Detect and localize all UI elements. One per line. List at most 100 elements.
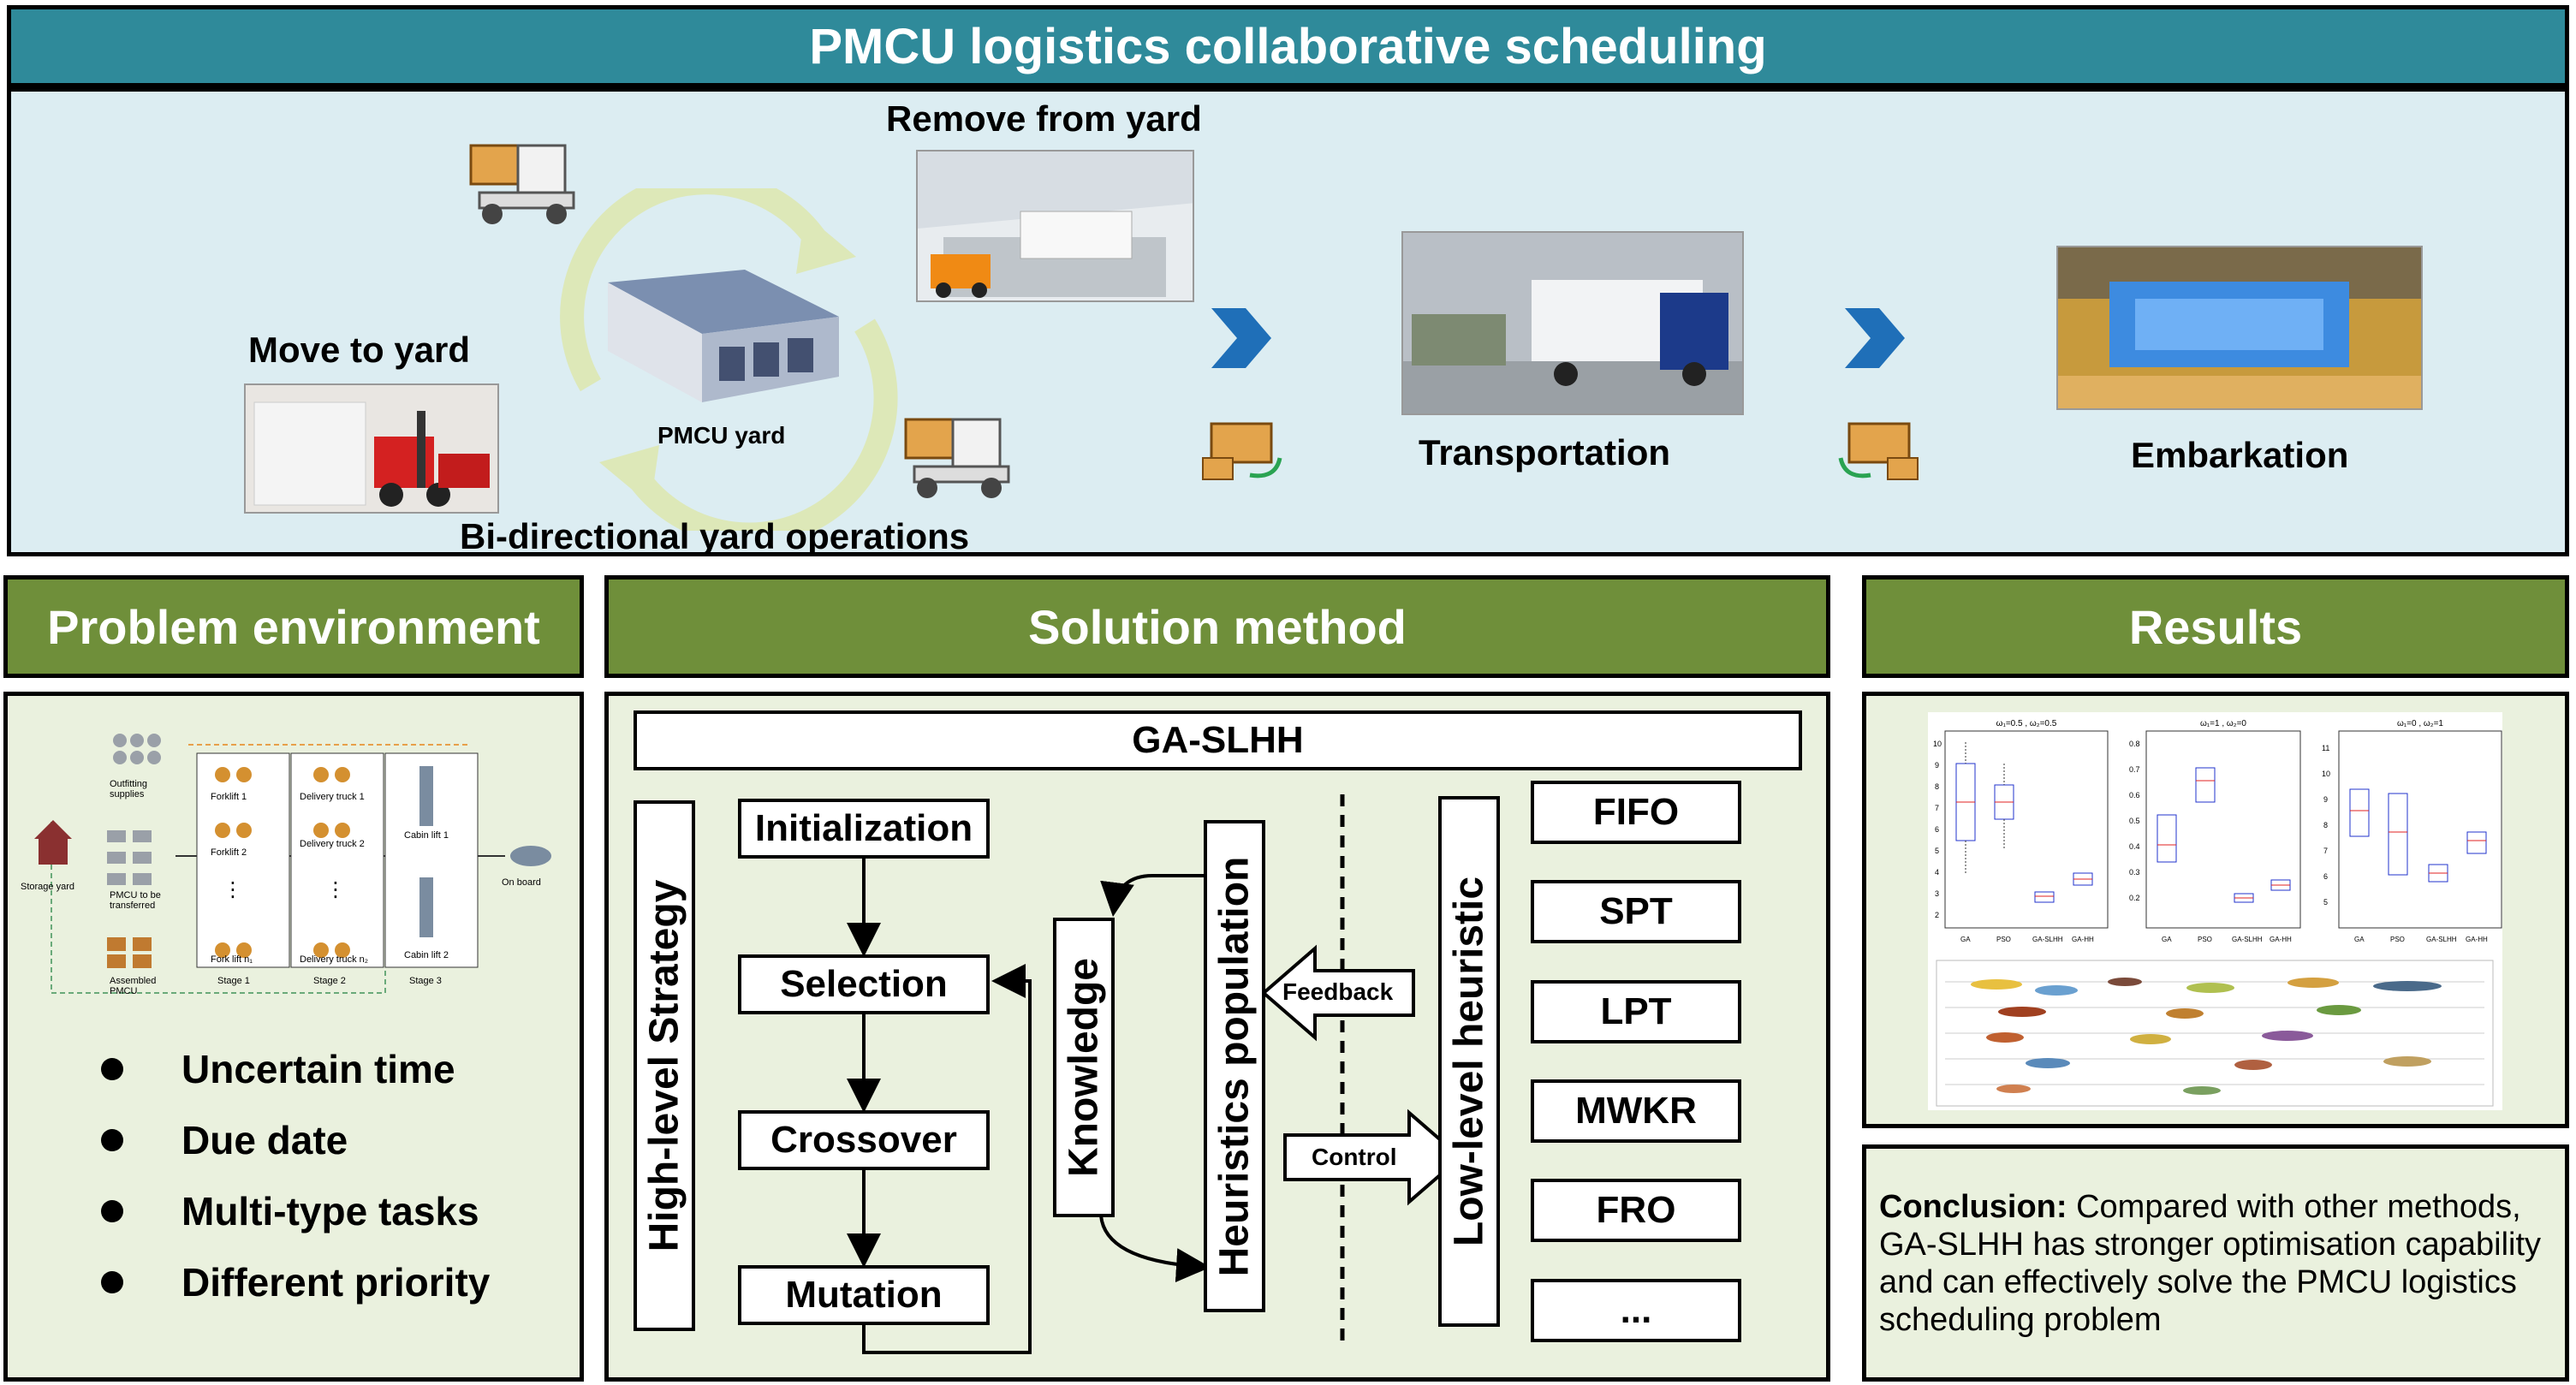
svg-text:6: 6	[1935, 825, 1939, 834]
heuristics-population-box: Heuristics population	[1204, 820, 1265, 1312]
svg-text:GA-SLHH: GA-SLHH	[2032, 936, 2063, 943]
low-level-heuristic-label: Low-level heuristic	[1446, 876, 1492, 1247]
svg-text:GA: GA	[1960, 936, 1971, 943]
gantt-panels	[1936, 960, 2494, 1107]
svg-text:5: 5	[1935, 847, 1939, 855]
svg-text:PSO: PSO	[2390, 936, 2405, 943]
svg-text:0.4: 0.4	[2129, 842, 2140, 851]
svg-text:4: 4	[1935, 868, 1939, 877]
transfer-box-icon	[1199, 411, 1293, 488]
svg-text:5: 5	[2323, 898, 2328, 906]
svg-text:2: 2	[1935, 911, 1939, 919]
section-problem-header: Problem environment	[3, 575, 584, 678]
svg-text:GA-HH: GA-HH	[2466, 936, 2488, 943]
svg-text:GA: GA	[2354, 936, 2365, 943]
warehouse-photo	[916, 150, 1194, 302]
boxplot-2-title: ω₁=1 , ω₂=0	[2200, 719, 2246, 728]
assembled-label: Assembled PMCU	[110, 976, 157, 996]
bullet-dot-icon	[101, 1129, 123, 1151]
knowledge-label: Knowledge	[1061, 957, 1107, 1178]
section-results-title: Results	[2128, 599, 2303, 654]
svg-text:PSO: PSO	[1996, 936, 2011, 943]
rule-spt-text: SPT	[1599, 890, 1673, 932]
chevron-right-icon	[1207, 304, 1276, 372]
bullet-text: Uncertain time	[181, 1047, 455, 1091]
rule-mwkr: MWKR	[1531, 1079, 1741, 1143]
truck-photo	[1401, 231, 1744, 415]
rule-more-text: ...	[1620, 1289, 1652, 1331]
bullet-dot-icon	[101, 1200, 123, 1222]
yard-label: PMCU yard	[657, 422, 786, 449]
rule-fifo: FIFO	[1531, 781, 1741, 844]
conclusion-body: Compared with other methods, GA-SLHH has…	[1879, 1189, 2542, 1338]
forklift2-label: Forklift 2	[211, 847, 247, 858]
truck1-label: Delivery truck 1	[300, 792, 365, 802]
conclusion-panel	[1862, 1144, 2569, 1382]
svg-text:PSO: PSO	[2198, 936, 2212, 943]
bullet-item: Multi-type tasks	[101, 1188, 479, 1234]
section-solution-title: Solution method	[1028, 599, 1407, 654]
bullet-dot-icon	[101, 1271, 123, 1293]
bullet-item: Uncertain time	[101, 1046, 455, 1092]
step-selection-text: Selection	[780, 963, 948, 1005]
svg-text:9: 9	[1935, 761, 1939, 770]
svg-text:7: 7	[1935, 804, 1939, 812]
svg-text:0.8: 0.8	[2129, 740, 2140, 748]
conclusion-text: Conclusion: Compared with other methods,…	[1879, 1188, 2555, 1339]
truck2-label: Delivery truck 2	[300, 839, 365, 849]
yard-cycle-diagram	[539, 170, 916, 547]
svg-text:0.7: 0.7	[2129, 765, 2140, 774]
svg-text:GA-HH: GA-HH	[2270, 936, 2292, 943]
transfer-box-icon-2	[1828, 411, 1922, 488]
forklift-dots: ⋮	[223, 878, 243, 901]
truck-dots: ⋮	[325, 878, 346, 901]
embarkation-photo	[2056, 246, 2423, 410]
forklift1-label: Forklift 1	[211, 792, 247, 802]
banner-title: PMCU logistics collaborative scheduling	[7, 5, 2569, 87]
rule-more: ...	[1531, 1279, 1741, 1342]
boxplot-panel-2: ω₁=1 , ω₂=0 0.8 0.7 0.6 0.5 0.4 0.3 0.2 …	[2129, 719, 2301, 943]
svg-text:0.3: 0.3	[2129, 868, 2140, 877]
section-problem-title: Problem environment	[47, 599, 540, 654]
svg-text:8: 8	[2323, 821, 2328, 829]
rule-fro: FRO	[1531, 1179, 1741, 1242]
forklift-icon-top	[462, 128, 591, 231]
truckn-label: Delivery truck n₂	[300, 954, 369, 965]
remove-from-yard-label: Remove from yard	[886, 98, 1202, 139]
cabin1-label: Cabin lift 1	[404, 830, 449, 841]
boxplot-1-title: ω₁=0.5 , ω₂=0.5	[1996, 719, 2057, 728]
bullet-item: Different priority	[101, 1259, 490, 1305]
warehouse-icon	[608, 270, 839, 402]
outfitting-label: Outfitting supplies	[110, 779, 148, 799]
rule-mwkr-text: MWKR	[1575, 1090, 1697, 1132]
step-initialization: Initialization	[738, 799, 990, 859]
svg-text:6: 6	[2323, 872, 2328, 881]
svg-text:7: 7	[2323, 847, 2328, 855]
bullet-text: Multi-type tasks	[181, 1189, 479, 1233]
storage-yard-label: Storage yard	[21, 882, 74, 892]
rule-fifo-text: FIFO	[1592, 791, 1680, 833]
low-level-heuristic-box: Low-level heuristic	[1438, 796, 1500, 1327]
step-crossover-text: Crossover	[770, 1119, 957, 1161]
svg-text:0.2: 0.2	[2129, 894, 2140, 902]
svg-text:8: 8	[1935, 782, 1939, 791]
rule-spt: SPT	[1531, 880, 1741, 943]
stage1-label: Stage 1	[217, 976, 250, 986]
stage2-label: Stage 2	[313, 976, 346, 986]
pmcu-transfer-label: PMCU to be transferred	[110, 890, 161, 911]
step-initialization-text: Initialization	[754, 807, 973, 849]
onboard-label: On board	[502, 877, 541, 888]
problem-flow-diagram	[26, 719, 574, 1010]
bullet-dot-icon	[101, 1058, 123, 1080]
bullet-item: Due date	[101, 1117, 348, 1163]
svg-text:11: 11	[2322, 744, 2329, 752]
boxplot-3-title: ω₁=0 , ω₂=1	[2397, 719, 2443, 728]
step-selection: Selection	[738, 954, 990, 1014]
svg-text:3: 3	[1935, 889, 1939, 898]
conclusion-label: Conclusion:	[1879, 1189, 2067, 1225]
section-solution-header: Solution method	[604, 575, 1830, 678]
ga-slhh-title: GA-SLHH	[634, 710, 1802, 770]
section-results-header: Results	[1862, 575, 2569, 678]
